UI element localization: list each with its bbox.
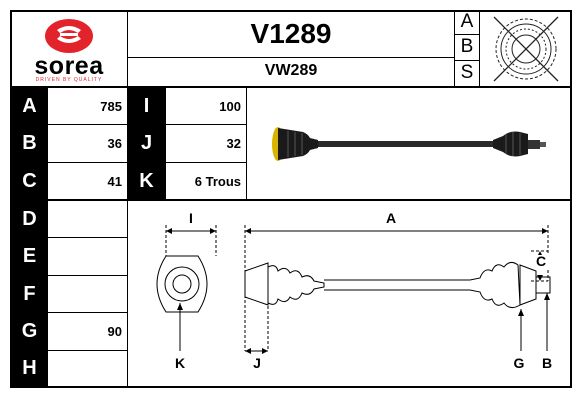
diagram-label-g: G [514,355,525,371]
spec-value-k: 6 Trous [194,173,241,189]
row-divider-5 [10,275,128,276]
row-divider-2 [10,162,247,163]
spec-label-e: E [12,238,47,275]
spec2-col-divider-a [165,87,166,200]
row-divider-1 [10,124,247,125]
spec-value-d [48,201,127,237]
reference-code: VW289 [264,62,318,79]
spec-value-b: 36 [107,136,122,151]
brand-tagline: DRIVEN BY QUALITY [35,77,103,83]
abs-letter-b: B [460,36,474,57]
spec-value-e [48,238,127,275]
diagram-label-a: A [386,210,396,226]
spec-label-c: C [12,163,47,199]
spec-value-c: 41 [107,173,122,189]
spec-label-i: I [128,88,165,124]
drive-shaft-photo [248,88,571,199]
diagram-label-b: B [542,355,552,371]
brand-name: sorea [34,52,104,80]
abs-row-divider-2 [455,60,479,61]
diagram-label-i: I [189,210,193,226]
logo-divider [127,10,128,87]
drive-shaft-diagram: I A C K J G B [128,201,571,387]
abs-icon-divider [479,10,480,87]
diagram-label-k: K [175,355,185,371]
title-divider [127,57,454,58]
spec-label-f: F [12,276,47,312]
abs-letter-a: A [460,11,474,32]
spec2-col-divider-b [246,87,247,200]
spec-value-a: 785 [100,98,122,114]
spec-label-g: G [12,313,47,350]
header-divider [10,86,572,88]
abs-letter-s: S [460,62,474,83]
sorea-logo-icon [45,19,93,53]
spec-value-h [48,351,127,386]
abs-row-divider-1 [455,34,479,35]
spec-label-a: A [12,88,47,124]
row-divider-4 [10,237,128,238]
spec-label-d: D [12,201,47,237]
brand-logo: sorea DRIVEN BY QUALITY [12,12,126,86]
diagram-label-j: J [253,355,261,371]
row-divider-3 [10,199,572,201]
row-divider-7 [10,350,128,351]
spec-label-j: J [128,125,165,162]
abs-divider [454,10,455,87]
row-divider-6 [10,312,128,313]
spec-value-f [48,276,127,312]
diagram-label-c: C [536,253,546,269]
part-number: V1289 [250,18,332,49]
spec-value-j: 32 [226,136,241,151]
spec-label-h: H [12,351,47,386]
abs-ring-icon [480,11,571,86]
spec-value-i: 100 [219,98,241,114]
spec-label-b: B [12,125,47,162]
spec-value-g: 90 [107,324,122,339]
spec-label-k: K [128,163,165,199]
